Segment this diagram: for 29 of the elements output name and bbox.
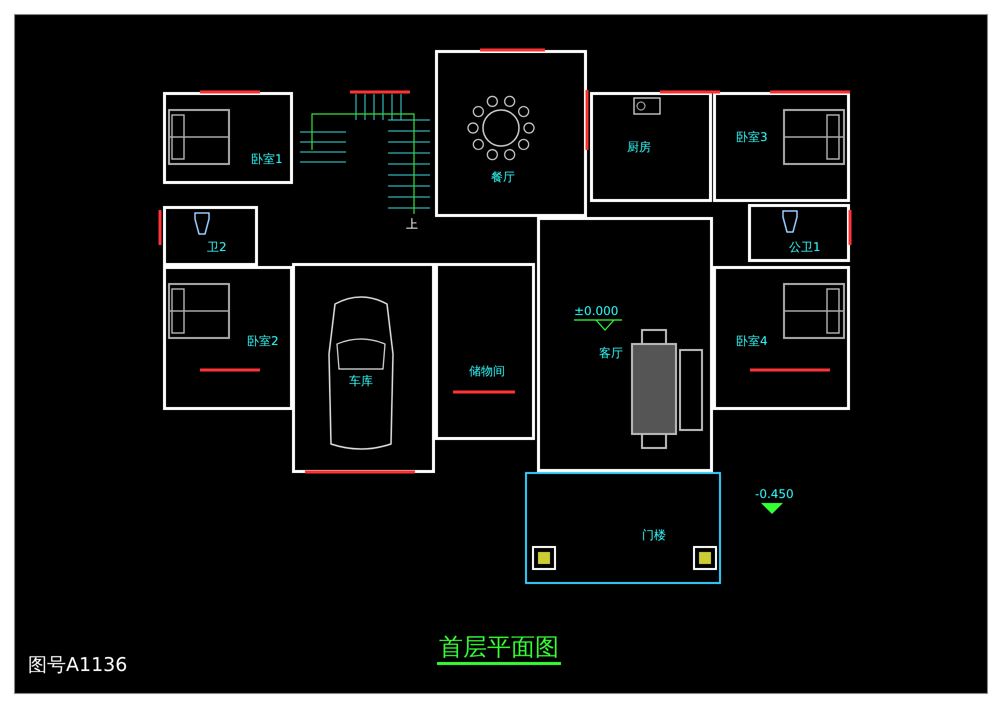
elevation-label: ±0.000 xyxy=(574,305,618,317)
room-label: 卧室4 xyxy=(736,335,768,347)
room-label: 车库 xyxy=(349,375,373,387)
drawing-number: 图号A1136 xyxy=(28,656,128,675)
porch-area xyxy=(525,472,721,584)
room xyxy=(435,263,535,440)
elevation-label: -0.450 xyxy=(755,488,794,500)
room-label: 餐厅 xyxy=(491,171,515,183)
room-label: 公卫1 xyxy=(789,241,821,253)
room xyxy=(435,50,587,217)
room xyxy=(590,92,712,202)
room-label: 卧室2 xyxy=(247,335,279,347)
room-label: 门楼 xyxy=(642,529,666,541)
room-label: 卧室1 xyxy=(251,153,283,165)
room xyxy=(163,92,293,184)
room xyxy=(163,206,258,266)
room-label: 客厅 xyxy=(599,347,623,359)
room-label: 储物间 xyxy=(469,365,505,377)
room-label: 厨房 xyxy=(627,141,651,153)
room-label: 卫2 xyxy=(207,241,227,253)
room xyxy=(713,266,850,410)
room xyxy=(292,263,435,473)
room xyxy=(537,217,713,472)
room xyxy=(713,92,850,202)
drawing-title: 首层平面图 xyxy=(437,634,561,666)
stair-direction-label: 上 xyxy=(406,218,418,230)
room xyxy=(163,266,293,410)
room xyxy=(748,204,850,262)
room-label: 卧室3 xyxy=(736,131,768,143)
